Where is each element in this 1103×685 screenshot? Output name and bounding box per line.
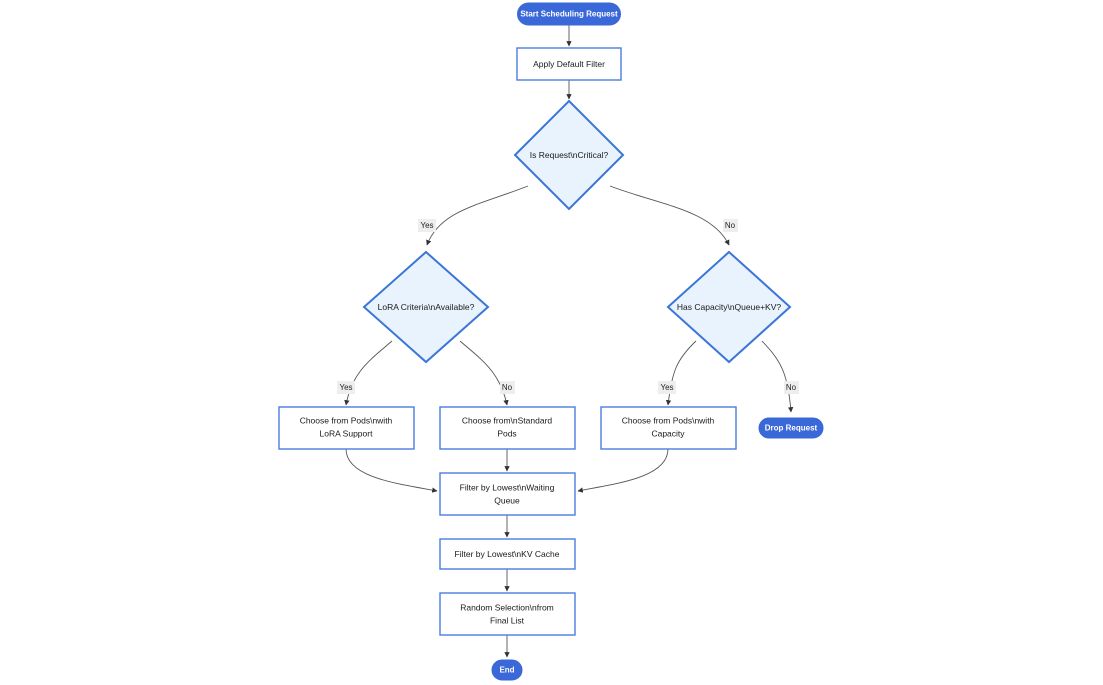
filter-kv-cache-label: Filter by Lowest\nKV Cache [455,549,560,559]
node-end[interactable]: End [491,659,523,681]
apply-default-filter-shape [516,47,622,81]
edge-label-capacity-yes-bg [658,381,676,394]
edge-label-capacity-no-bg [784,381,799,394]
node-drop-request[interactable]: Drop Request [758,417,824,439]
edge-label-critical-yes-bg [418,219,436,232]
node-apply-default-filter[interactable]: Apply Default Filter [516,47,622,81]
filter-waiting-queue-shape [439,472,576,516]
node-random-selection[interactable]: Random Selection\nfrom Final List [439,592,576,636]
has-capacity-shape [666,250,792,364]
edge-label-lora-yes-bg [337,381,355,394]
choose-lora-pods-label-line2: LoRA Support [320,428,374,438]
filter-kv-cache-shape [439,538,576,570]
random-selection-label-line2: Final List [490,615,525,625]
node-start[interactable]: Start Scheduling Request [517,2,621,26]
drop-request-shape [758,417,824,439]
edge-is-request-critical-no-to-has-capacity [609,185,730,246]
is-request-critical-shape [513,99,625,211]
edge-label-lora-no: No [500,381,515,394]
lora-criteria-available-label: LoRA Criteria\nAvailable? [378,302,475,312]
node-choose-capacity-pods[interactable]: Choose from Pods\nwith Capacity [600,406,737,450]
node-choose-standard-pods[interactable]: Choose from\nStandard Pods [439,406,576,450]
edge-has-capacity-yes-to-choose-capacity-pods [665,340,697,406]
choose-lora-pods-shape [278,406,415,450]
node-choose-lora-pods[interactable]: Choose from Pods\nwith LoRA Support [278,406,415,450]
edge-label-critical-no-bg [723,219,738,232]
edge-label-lora-no-bg [500,381,515,394]
drop-request-label: Drop Request [765,424,818,433]
choose-standard-pods-shape [439,406,576,450]
choose-capacity-pods-label-line2: Capacity [651,428,685,438]
is-request-critical-label: Is Request\nCritical? [530,150,609,160]
choose-lora-pods-label-line1: Choose from Pods\nwith [300,415,393,425]
edge-label-critical-no-text: No [725,221,736,230]
edge-label-critical-yes: Yes [418,219,436,232]
choose-capacity-pods-shape [600,406,737,450]
edges-layer [344,25,794,658]
filter-waiting-queue-label-line1: Filter by Lowest\nWaiting [460,482,555,492]
edge-label-critical-yes-text: Yes [420,221,433,230]
node-has-capacity[interactable]: Has Capacity\nQueue+KV? [666,250,792,364]
choose-standard-pods-label-line1: Choose from\nStandard [462,415,553,425]
random-selection-shape [439,592,576,636]
start-node-label: Start Scheduling Request [520,10,618,19]
choose-standard-pods-label-line2: Pods [497,428,516,438]
edge-label-critical-no: No [723,219,738,232]
filter-waiting-queue-label-line2: Queue [494,495,520,505]
edge-choose-lora-pods-to-filter-waiting-queue [345,448,438,493]
random-selection-label-line1: Random Selection\nfrom [460,602,554,612]
edge-label-capacity-yes: Yes [658,381,676,394]
edge-is-request-critical-yes-to-lora-criteria [426,185,529,246]
end-node-shape [491,659,523,681]
edge-label-lora-no-text: No [502,383,513,392]
edge-label-lora-yes: Yes [337,381,355,394]
edge-labels-layer: Yes No Yes No Yes No [337,219,799,394]
edge-label-capacity-no-text: No [786,383,797,392]
choose-capacity-pods-label-line1: Choose from Pods\nwith [622,415,715,425]
end-node-label: End [499,666,514,675]
edge-choose-capacity-pods-to-filter-waiting-queue [577,448,669,493]
edge-label-lora-yes-text: Yes [339,383,352,392]
node-filter-waiting-queue[interactable]: Filter by Lowest\nWaiting Queue [439,472,576,516]
has-capacity-label: Has Capacity\nQueue+KV? [677,302,781,312]
edge-lora-criteria-no-to-choose-standard-pods [459,340,509,406]
lora-criteria-available-shape [362,250,490,364]
node-filter-kv-cache[interactable]: Filter by Lowest\nKV Cache [439,538,576,570]
node-is-request-critical[interactable]: Is Request\nCritical? [513,99,625,211]
start-node-shape [517,2,621,26]
apply-default-filter-label: Apply Default Filter [533,59,605,69]
edge-label-capacity-yes-text: Yes [660,383,673,392]
node-lora-criteria-available[interactable]: LoRA Criteria\nAvailable? [362,250,490,364]
edge-has-capacity-no-to-drop-request [761,340,794,413]
edge-lora-criteria-yes-to-choose-lora-pods [344,340,393,406]
edge-label-capacity-no: No [784,381,799,394]
